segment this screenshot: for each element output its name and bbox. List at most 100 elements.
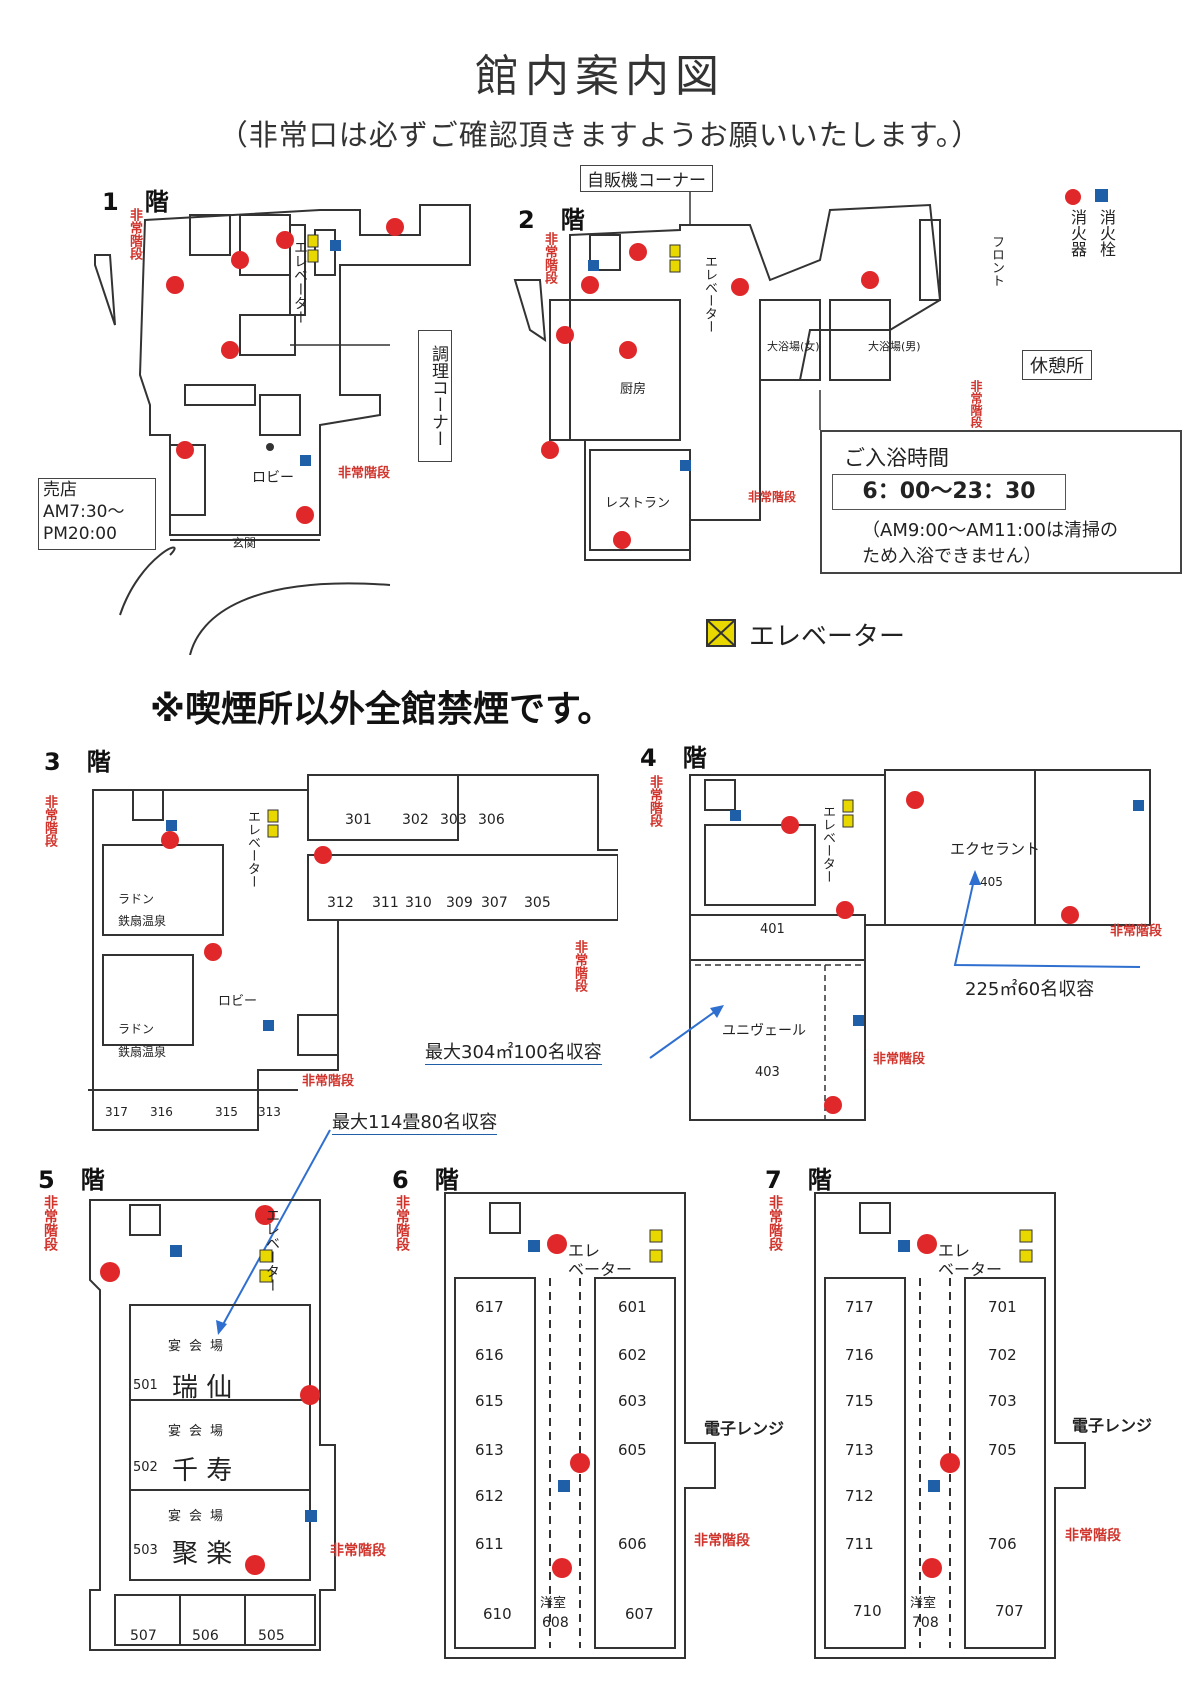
floor-3-elevator-label: エレベーター (245, 810, 260, 888)
shop-info-box: 売店 AM7:30～ PM20:00 (38, 478, 156, 550)
floor-7-room-706: 706 (988, 1535, 1017, 1553)
page-title: 館内案内図 (475, 51, 725, 102)
floor-5-room-505: 505 (258, 1628, 285, 1644)
floor-7-room-715: 715 (845, 1392, 874, 1410)
hydrant-legend-icon (1095, 189, 1108, 202)
floor-2-emergency-right: 非常階段 (969, 380, 983, 428)
floor-4-emergency-right: 非常階段 (1110, 924, 1163, 939)
floor-1-emergency-stairs: 非常階段 (127, 208, 142, 260)
floor-3-hall-4: 鉄扇温泉 (118, 1045, 167, 1059)
floor-3-emergency-left: 非常階段 (42, 795, 57, 847)
floor-1-cooking-corner: 調理コーナー (418, 330, 452, 462)
floor-3-room-303: 303 (440, 812, 467, 828)
floor-7-room-708: 708 (912, 1615, 939, 1631)
floor-6-western: 洋室 (540, 1596, 567, 1611)
floor-6-room-608: 608 (542, 1615, 569, 1631)
floor-6-room-610: 610 (483, 1605, 512, 1623)
floor-4-hall-405: エクセラント (950, 840, 1041, 858)
floor-7-room-710: 710 (853, 1602, 882, 1620)
hydrant-legend-label: 消火栓 (1097, 209, 1116, 257)
floor-3-room-305: 305 (524, 895, 551, 911)
floor-2-emergency-stairs: 非常階段 (542, 232, 557, 284)
bath-hours-time: 6：00～23：30 (832, 474, 1066, 510)
legend: 消火器 消火栓 (1065, 185, 1135, 260)
bath-hours-note-2: ため入浴できません） (862, 546, 1042, 567)
floor-4-plan (689, 769, 1151, 1121)
floor-7-room-703: 703 (988, 1392, 1017, 1410)
floor-3-room-307: 307 (481, 895, 508, 911)
page-subtitle: （非常口は必ずご確認頂きますようお願いいたします。） (218, 118, 982, 152)
floor-2-restaurant-label: レストラン (605, 496, 671, 511)
bath-hours-note-1: （AM9:00～AM11:00は清掃の (862, 520, 1118, 541)
floor-6-emergency-label: 非常階段 (694, 1533, 750, 1549)
floor-6-room-606: 606 (618, 1535, 647, 1553)
elevator-legend-label: エレベーター (749, 622, 906, 652)
floor-5-emergency-left: 非常階段 (42, 1195, 58, 1251)
floor-6-microwave: 電子レンジ (704, 1419, 785, 1438)
floor-4-hall-403: ユニヴェール (722, 1023, 806, 1039)
floor-3-emergency-right: 非常階段 (572, 940, 587, 992)
floor-7-room-712: 712 (845, 1487, 874, 1505)
extinguisher-legend-label: 消火器 (1068, 209, 1087, 257)
floor-4-capacity-403: 最大304㎡100名収容 (425, 1038, 602, 1065)
floor-3-room-306: 306 (478, 812, 505, 828)
floor-3-room-311: 311 (372, 895, 399, 911)
vending-corner-label: 自販機コーナー (580, 165, 713, 192)
floor-2-plan (513, 190, 942, 561)
floor-3-room-302: 302 (402, 812, 429, 828)
floor-6-room-617: 617 (475, 1298, 504, 1316)
floor-5-room-503: 503 (133, 1543, 158, 1558)
floor-3-room-315: 315 (215, 1105, 238, 1119)
floor-7-room-717: 717 (845, 1298, 874, 1316)
floor-4-elevator-label: エレベーター (820, 805, 835, 883)
floor-2-dining-label: 厨房 (620, 382, 647, 397)
floor-4-room-403: 403 (755, 1065, 780, 1080)
floor-5-room-507: 507 (130, 1628, 157, 1644)
floor-5-hall-503: 聚 楽 (172, 1539, 233, 1569)
floor-7-room-713: 713 (845, 1441, 874, 1459)
floor-3-plan (88, 774, 618, 1131)
floor-2-bath-m: 大浴場(男) (868, 340, 921, 353)
floor-5-elevator-label: エレベーター (264, 1208, 280, 1292)
floor-5-plan (89, 1199, 336, 1651)
extinguisher-legend-icon (1065, 189, 1081, 205)
floor-3-hall-2: 鉄扇温泉 (118, 914, 167, 928)
floor-3-room-313: 313 (258, 1105, 281, 1119)
floor-7-microwave: 電子レンジ (1072, 1416, 1153, 1435)
floor-3-room-310: 310 (405, 895, 432, 911)
floor-6-room-603: 603 (618, 1392, 647, 1410)
bath-hours-title: ご入浴時間 (844, 446, 949, 470)
floor-7-elevator-1: エレ (938, 1241, 971, 1260)
floor-2-elevator-label: エレベーター (702, 255, 717, 333)
floor-1-elevator-label: エレベーター (292, 240, 308, 324)
floor-3-room-312: 312 (327, 895, 354, 911)
floor-3-hall-3: ラドン (118, 1022, 155, 1036)
floor-6-room-607: 607 (625, 1605, 654, 1623)
floor-5-room-501: 501 (133, 1378, 158, 1393)
floor-6-room-613: 613 (475, 1441, 504, 1459)
floor-7-room-705: 705 (988, 1441, 1017, 1459)
floor-2-bath-f: 大浴場(女) (767, 340, 820, 353)
floor-7-western: 洋室 (910, 1596, 937, 1611)
floor-1-entrance-label: 玄関 (232, 536, 257, 550)
floor-7-plan (814, 1192, 1086, 1659)
floor-3-room-309: 309 (446, 895, 473, 911)
floor-7-room-707: 707 (995, 1602, 1024, 1620)
floor-5-hall-501: 瑞 仙 (172, 1373, 233, 1403)
floor-6-elevator-2: ベーター (568, 1260, 633, 1279)
floor-5-banquet-2: 宴会場 (168, 1424, 232, 1439)
smoking-notice: ※喫煙所以外全館禁煙です。 (150, 689, 614, 730)
floor-6-room-615: 615 (475, 1392, 504, 1410)
floor-2-front-label: フロント (989, 235, 1004, 287)
floor-6-room-612: 612 (475, 1487, 504, 1505)
floor-5-room-502: 502 (133, 1460, 158, 1475)
floor-7-room-716: 716 (845, 1346, 874, 1364)
bath-hours-box: ご入浴時間 6：00～23：30 （AM9:00～AM11:00は清掃の ため入… (820, 430, 1182, 574)
floor-6-room-611: 611 (475, 1535, 504, 1553)
floor-7-elevator-2: ベーター (938, 1260, 1003, 1279)
rest-area-label: 休憩所 (1022, 350, 1092, 380)
